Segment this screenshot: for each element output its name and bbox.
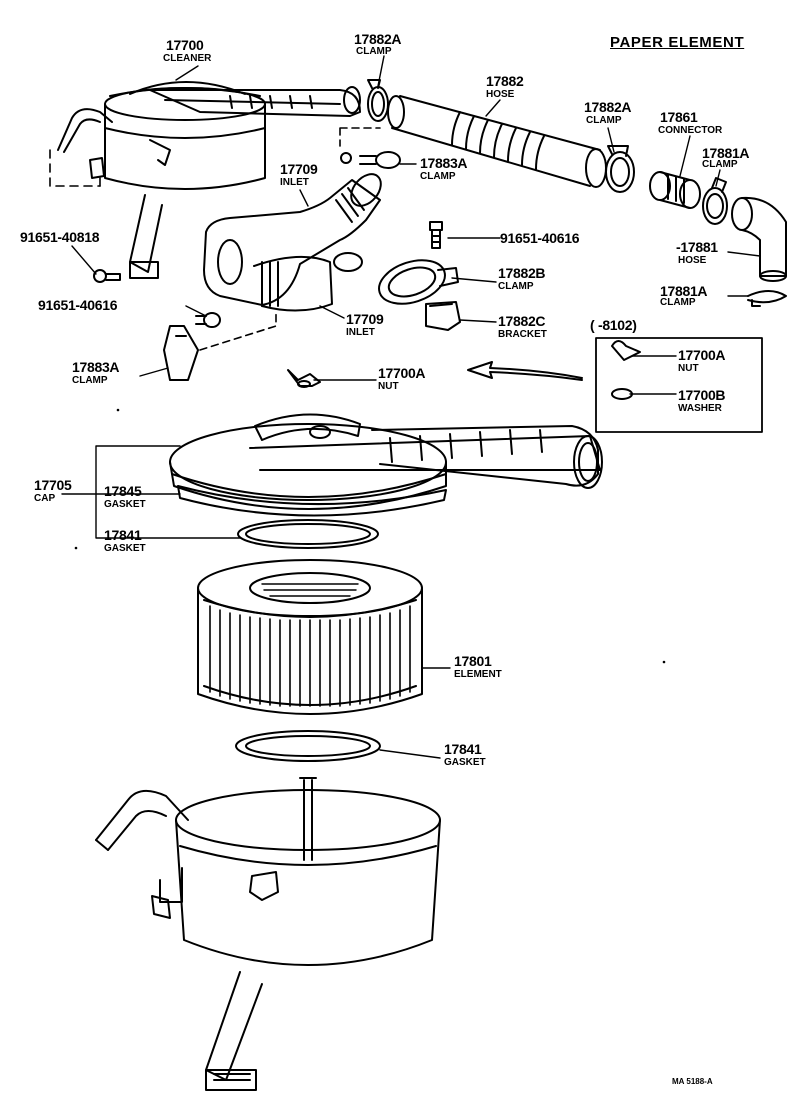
part-number-label: 17882C xyxy=(498,313,546,329)
part-number-label: 91651-40818 xyxy=(20,229,100,245)
part-number-label: 17882B xyxy=(498,265,546,281)
part-name-label: WASHER xyxy=(678,403,722,414)
part-name-label: NUT xyxy=(378,381,399,392)
part-name-label: BRACKET xyxy=(498,329,547,340)
clamp-17883a-left xyxy=(163,311,277,381)
cleaner-assembly-thumbnail xyxy=(49,81,361,279)
part-number-label: 17705 xyxy=(34,477,72,493)
part-number-label: 17883A xyxy=(72,359,120,375)
part-number-label: 17881A xyxy=(702,145,750,161)
date-range-label: ( -8102) xyxy=(590,317,637,333)
part-number-label: 17700 xyxy=(166,37,204,53)
part-name-label: INLET xyxy=(346,327,375,338)
part-name-label: CLAMP xyxy=(72,375,108,386)
clamp-17881a-bottom xyxy=(747,290,787,307)
part-name-label: CLEANER xyxy=(163,53,212,64)
connector-17861 xyxy=(649,171,701,209)
hose-17882 xyxy=(387,95,607,188)
part-number-label: 17709 xyxy=(280,161,318,177)
part-name-label: NUT xyxy=(678,363,699,374)
part-name-label: HOSE xyxy=(486,89,515,100)
wing-nut-17700a xyxy=(287,369,321,388)
clamp-17881a-top xyxy=(702,177,728,225)
bolt-91651-40818 xyxy=(93,269,121,283)
cap-17705 xyxy=(169,413,603,517)
part-number-label: 17700A xyxy=(678,347,726,363)
clamp-17882a-mid xyxy=(605,145,635,193)
diagram-title: PAPER ELEMENT xyxy=(610,34,745,51)
part-number-label: 91651-40616 xyxy=(500,230,580,246)
part-number-label: 17883A xyxy=(420,155,468,171)
element-17801 xyxy=(197,559,423,715)
part-name-label: CONNECTOR xyxy=(658,125,723,136)
part-number-label: 17700A xyxy=(378,365,426,381)
part-number-label: 17841 xyxy=(444,741,482,757)
part-number-label: 17861 xyxy=(660,109,698,125)
part-name-label: CAP xyxy=(34,493,56,504)
part-number-label: -17881 xyxy=(676,239,718,255)
clamp-17883a-top xyxy=(339,127,401,169)
bracket-17882c xyxy=(425,301,461,331)
part-number-label: 17845 xyxy=(104,483,142,499)
part-name-label: CLAMP xyxy=(702,159,738,170)
part-name-label: CLAMP xyxy=(498,281,534,292)
part-name-label: CLAMP xyxy=(356,46,392,57)
part-number-label: 17801 xyxy=(454,653,492,669)
part-name-label: GASKET xyxy=(104,499,146,510)
part-name-label: CLAMP xyxy=(586,115,622,126)
part-name-label: INLET xyxy=(280,177,309,188)
leader-lines xyxy=(61,55,761,759)
part-name-label: CLAMP xyxy=(660,297,696,308)
scan-specks xyxy=(74,408,666,664)
direction-arrow xyxy=(467,361,583,381)
part-name-label: GASKET xyxy=(104,543,146,554)
bolt-91651-40616-left xyxy=(195,312,221,328)
part-number-label: 17841 xyxy=(104,527,142,543)
clamp-17882b xyxy=(378,259,459,305)
document-reference: MA 5188-A xyxy=(672,1077,713,1086)
bolt-91651-40616-right xyxy=(429,221,443,249)
part-number-label: 17882A xyxy=(584,99,632,115)
part-number-label: 91651-40616 xyxy=(38,297,118,313)
part-number-label: 17882 xyxy=(486,73,524,89)
gasket-17841-lower xyxy=(235,730,381,762)
hose-17881 xyxy=(731,196,787,282)
part-number-label: 17882A xyxy=(354,31,402,47)
gasket-17841-upper xyxy=(237,519,379,549)
date-range-box xyxy=(595,337,763,433)
inlet-17709 xyxy=(203,173,382,312)
part-number-label: 17709 xyxy=(346,311,384,327)
part-number-label: 17700B xyxy=(678,387,726,403)
part-name-label: HOSE xyxy=(678,255,707,266)
cleaner-body-17700 xyxy=(95,777,441,1091)
part-number-label: 17881A xyxy=(660,283,708,299)
part-name-label: GASKET xyxy=(444,757,486,768)
part-name-label: ELEMENT xyxy=(454,669,502,680)
part-name-label: CLAMP xyxy=(420,171,456,182)
